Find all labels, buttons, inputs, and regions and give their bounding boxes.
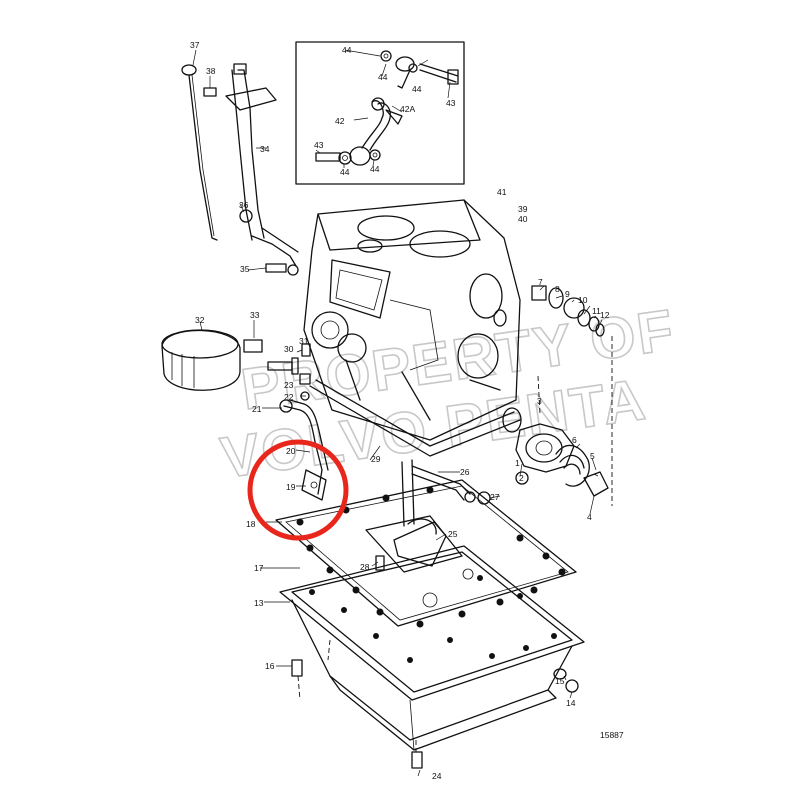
label-21: 21 xyxy=(252,404,262,414)
label-5: 5 xyxy=(590,451,595,461)
inset-detail-box xyxy=(295,41,465,185)
label-36: 36 xyxy=(239,200,249,210)
label-30: 30 xyxy=(284,344,294,354)
label-29: 29 xyxy=(371,454,381,464)
part-number-labels: 37 38 34 36 35 32 33 30 31 23 22 21 20 1… xyxy=(190,40,624,781)
label-11: 11 xyxy=(592,306,601,316)
label-35: 35 xyxy=(240,264,250,274)
label-13: 13 xyxy=(254,598,264,608)
label-6: 6 xyxy=(572,435,577,445)
label-15: 15 xyxy=(555,676,565,686)
label-31: 31 xyxy=(299,336,309,346)
label-3: 3 xyxy=(537,396,542,406)
oil-pickup xyxy=(309,379,521,527)
label-18: 18 xyxy=(246,519,256,529)
label-4: 4 xyxy=(587,512,592,522)
watermark: PROPERTY OF VOLVO PENTA xyxy=(216,296,680,491)
label-42a: 42A xyxy=(400,104,415,114)
label-8: 8 xyxy=(555,284,560,294)
label-26: 26 xyxy=(460,467,470,477)
label-2: 2 xyxy=(519,473,524,483)
label-22: 22 xyxy=(284,392,294,402)
label-10: 10 xyxy=(578,295,588,305)
highlight-circle xyxy=(247,439,349,541)
label-43-b: 43 xyxy=(314,140,324,150)
label-38: 38 xyxy=(206,66,216,76)
label-1: 1 xyxy=(515,458,520,468)
label-33: 33 xyxy=(250,310,260,320)
baffle-plate xyxy=(260,479,577,628)
label-41: 41 xyxy=(497,187,507,197)
label-44-d: 44 xyxy=(340,167,350,177)
label-44-e: 44 xyxy=(370,164,380,174)
label-9: 9 xyxy=(565,289,570,299)
label-32: 32 xyxy=(195,315,205,325)
label-44-a: 44 xyxy=(342,45,352,55)
left-fasteners xyxy=(262,343,329,501)
label-43-a: 43 xyxy=(446,98,456,108)
label-12: 12 xyxy=(600,310,610,320)
engine-block xyxy=(303,199,521,441)
label-40: 40 xyxy=(518,214,528,224)
label-24: 24 xyxy=(432,771,442,781)
label-27: 27 xyxy=(490,492,500,502)
label-39: 39 xyxy=(518,204,528,214)
oil-pan xyxy=(264,545,585,777)
label-42: 42 xyxy=(335,116,345,126)
dipstick-assembly xyxy=(181,49,299,276)
label-16: 16 xyxy=(265,661,275,671)
label-25: 25 xyxy=(448,529,458,539)
gear-assembly xyxy=(502,285,613,515)
label-37: 37 xyxy=(190,40,200,50)
label-34: 34 xyxy=(260,144,270,154)
drawing-number: 15887 xyxy=(600,730,624,740)
label-14: 14 xyxy=(566,698,576,708)
oil-filter xyxy=(161,320,263,391)
label-23: 23 xyxy=(284,380,294,390)
label-44-c: 44 xyxy=(412,84,422,94)
label-17: 17 xyxy=(254,563,264,573)
label-20: 20 xyxy=(286,446,296,456)
label-19: 19 xyxy=(286,482,296,492)
label-28: 28 xyxy=(360,562,370,572)
label-7: 7 xyxy=(538,277,543,287)
label-44-b: 44 xyxy=(378,72,388,82)
